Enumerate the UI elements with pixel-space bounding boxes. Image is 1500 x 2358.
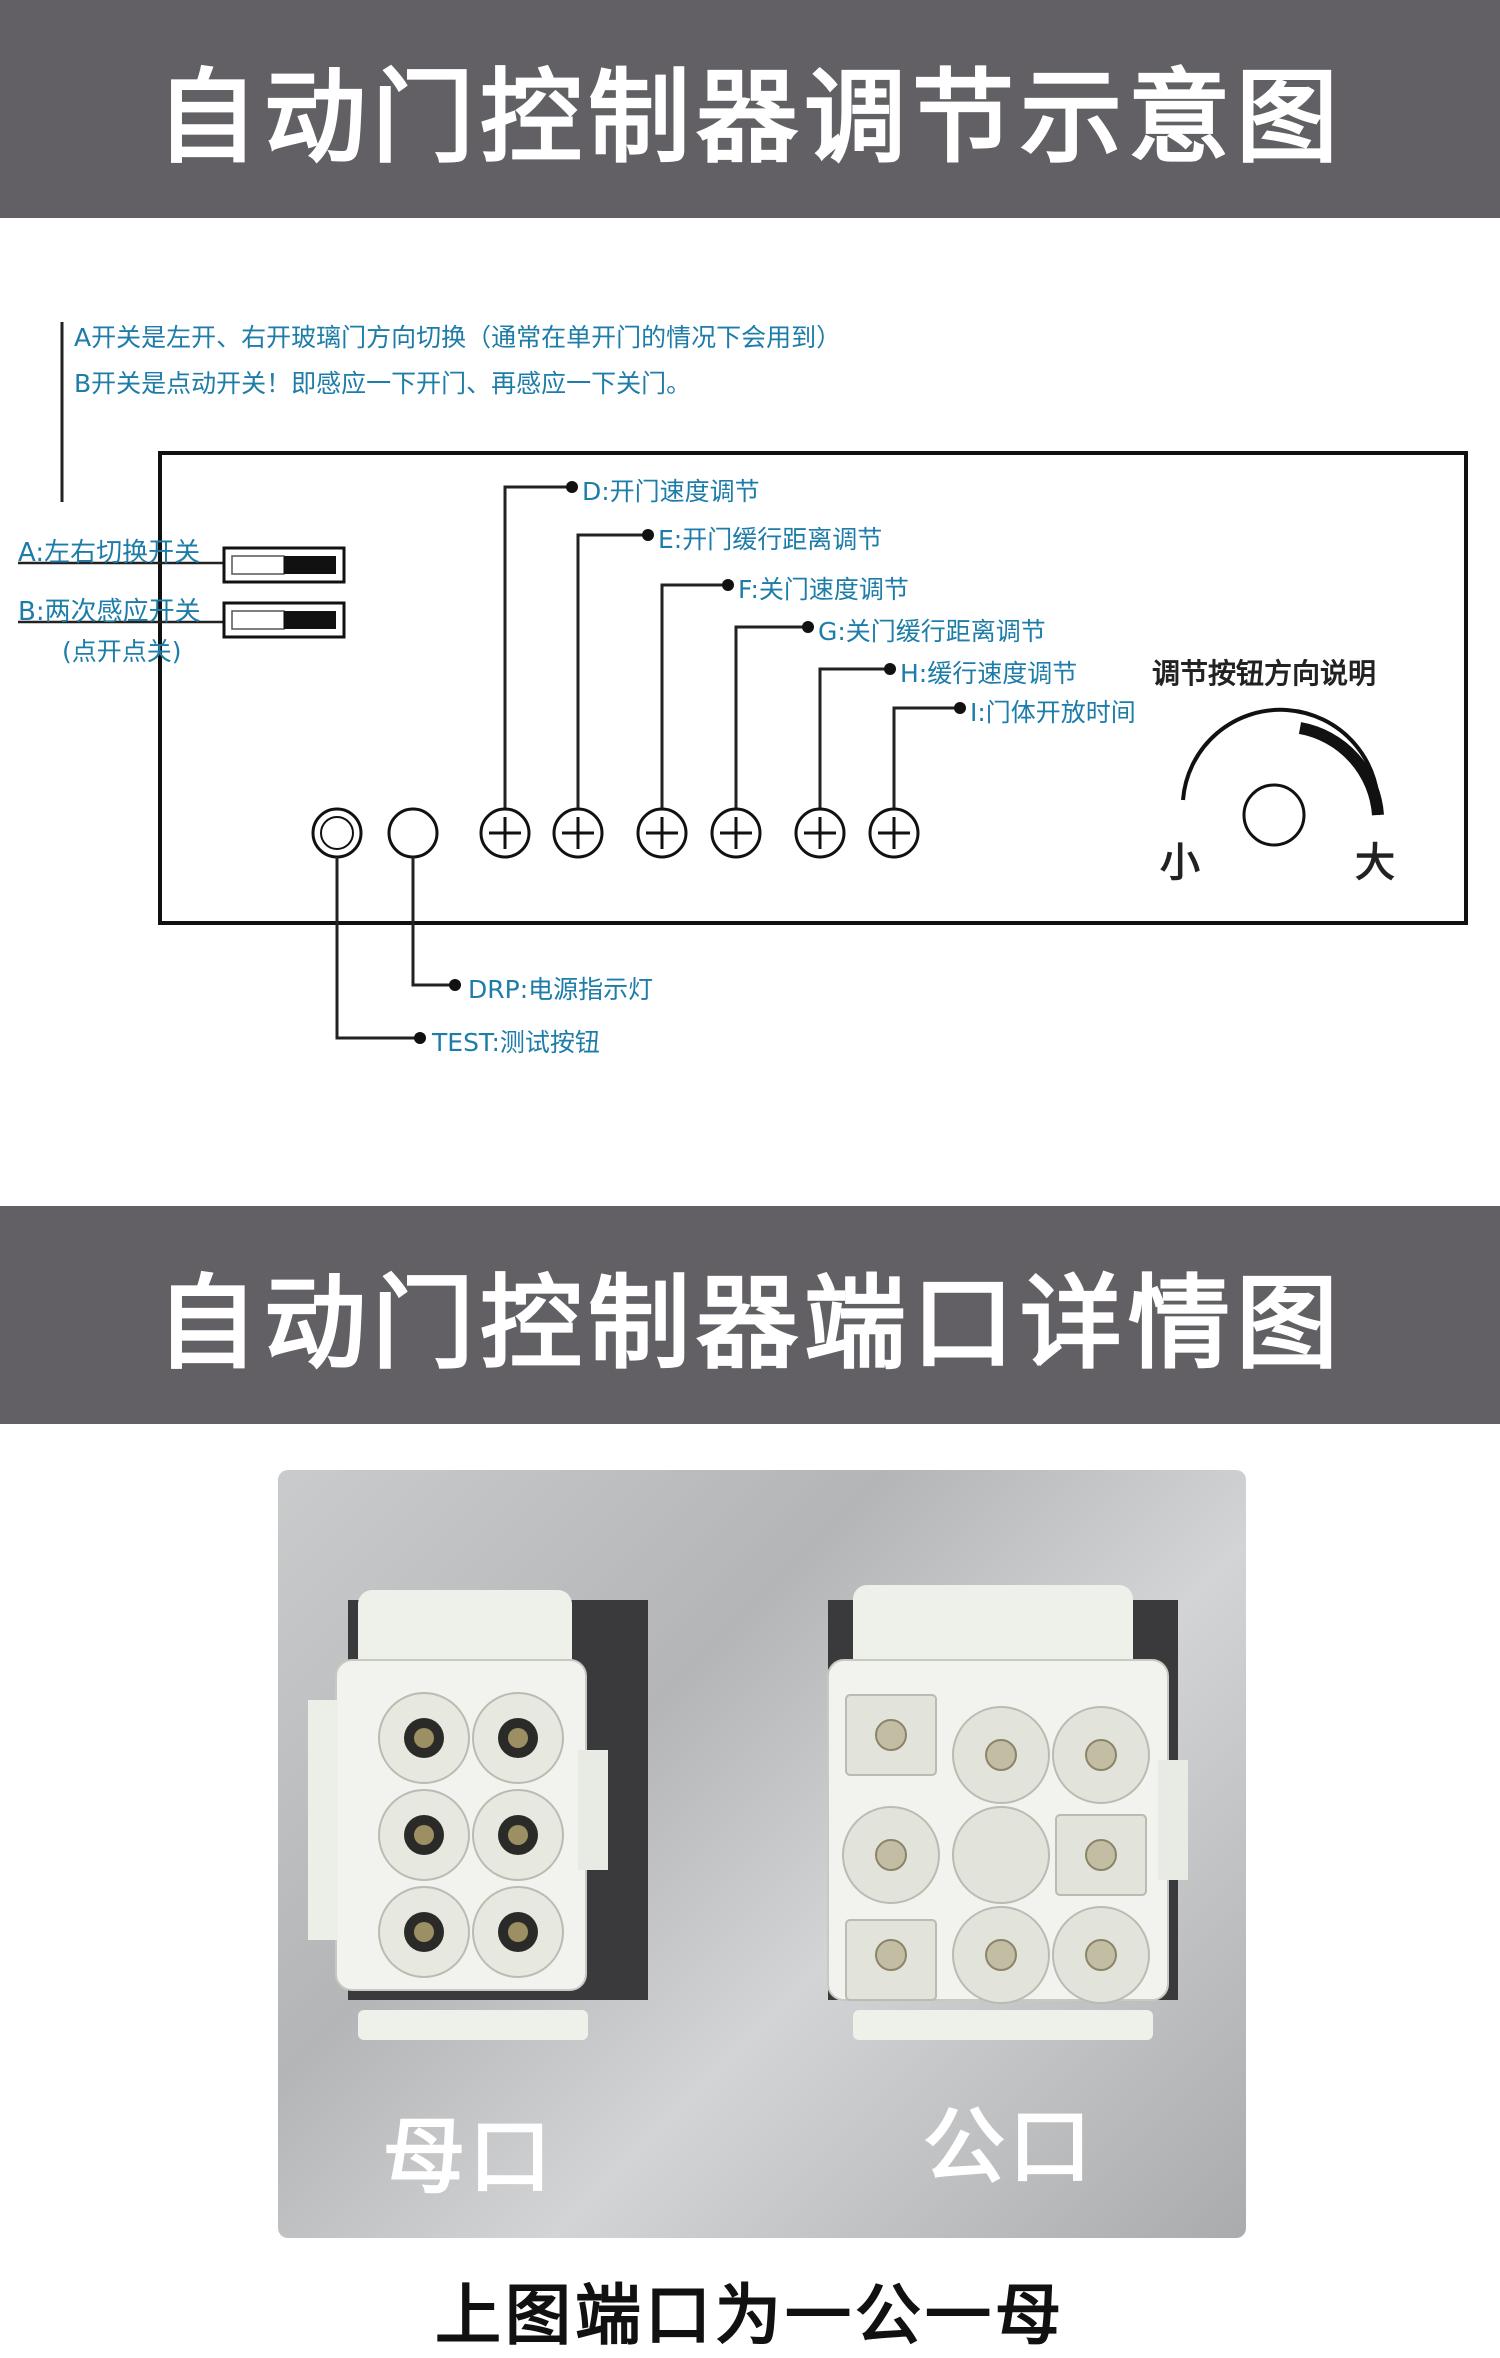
- drp-label: DRP:电源指示灯: [468, 975, 654, 1004]
- section-header-adjustment: 自动门控制器调节示意图: [0, 0, 1500, 218]
- test-label: TEST:测试按钮: [432, 1028, 600, 1057]
- section-title: 自动门控制器端口详情图: [156, 1264, 1344, 1384]
- section-header-ports: 自动门控制器端口详情图: [0, 1206, 1500, 1424]
- section-title: 自动门控制器调节示意图: [156, 58, 1344, 178]
- knob-g: [710, 807, 762, 859]
- knob-h-label: H:缓行速度调节: [900, 659, 1078, 688]
- direction-dial: [1181, 707, 1384, 847]
- switch-b: [222, 601, 346, 639]
- knob-leader-lines: [503, 485, 960, 808]
- knob-f-label: F:关门速度调节: [738, 575, 909, 604]
- knob-d-label: D:开门速度调节: [582, 477, 760, 506]
- dial-small-label: 小: [1160, 840, 1200, 886]
- switch-a: [222, 546, 346, 584]
- knob-e-label: E:开门缓行距离调节: [658, 525, 883, 554]
- controller-diagram: [18, 322, 1468, 1044]
- female-connector: [308, 1590, 608, 2040]
- knob-d: [479, 807, 531, 859]
- knob-i-label: I:门体开放时间: [970, 698, 1136, 727]
- knob-f: [636, 807, 688, 859]
- port-caption: 上图端口为一公一母: [435, 2277, 1065, 2354]
- port-photo: 母口 公口: [278, 1470, 1246, 2238]
- male-connector: [827, 1585, 1188, 2040]
- dial-large-label: 大: [1355, 840, 1395, 886]
- male-port-label: 公口: [923, 2100, 1096, 2195]
- dial-title: 调节按钮方向说明: [1152, 657, 1377, 690]
- switch-a-label: A:左右切换开关: [18, 538, 201, 568]
- switch-b-label: B:两次感应开关: [18, 597, 201, 627]
- knob-h: [794, 807, 846, 859]
- switch-b-sublabel: (点开点关): [62, 637, 182, 666]
- knob-g-label: G:关门缓行距离调节: [818, 617, 1046, 646]
- drp-led: [387, 807, 439, 859]
- knob-e: [552, 807, 604, 859]
- note-switch-a: A开关是左开、右开玻璃门方向切换（通常在单开门的情况下会用到）: [74, 323, 842, 352]
- female-port-label: 母口: [383, 2110, 556, 2205]
- knob-i: [868, 807, 920, 859]
- note-switch-b: B开关是点动开关！即感应一下开门、再感应一下关门。: [74, 369, 692, 398]
- test-button-inner: [320, 816, 354, 850]
